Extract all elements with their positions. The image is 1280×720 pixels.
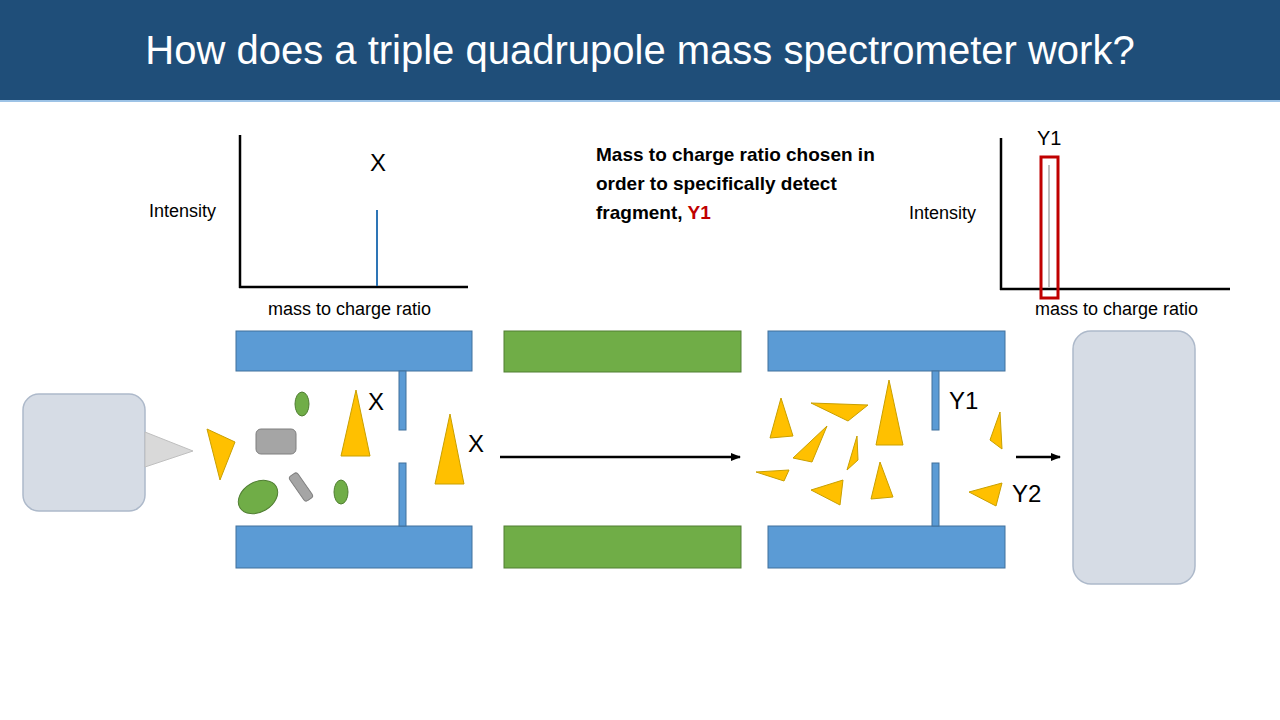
ion-label: Y2 bbox=[1012, 480, 1041, 508]
flow-arrow bbox=[1016, 456, 1060, 459]
ion-label: X bbox=[368, 388, 384, 416]
axis-label: mass to charge ratio bbox=[268, 299, 431, 320]
quadrupole-rod bbox=[236, 526, 472, 568]
ion bbox=[207, 429, 235, 480]
slit-plate bbox=[399, 371, 406, 430]
x-axis bbox=[239, 286, 468, 289]
peak-label: X bbox=[370, 149, 386, 177]
quadrupole-rod bbox=[768, 331, 1005, 371]
axis-label: Intensity bbox=[909, 203, 976, 224]
detector bbox=[1073, 331, 1195, 584]
slit-plate bbox=[399, 463, 406, 526]
note-text: Mass to charge ratio chosen in order to … bbox=[596, 144, 875, 223]
ion bbox=[435, 414, 464, 484]
quadrupole-rod bbox=[768, 526, 1005, 568]
fragment-ion bbox=[990, 412, 1002, 449]
selection-box bbox=[1041, 157, 1058, 298]
slit-plate bbox=[932, 463, 939, 526]
ion bbox=[334, 480, 348, 504]
source-nozzle bbox=[145, 432, 193, 467]
fragment-ion bbox=[811, 480, 843, 505]
fragment-ion bbox=[969, 483, 1002, 506]
x-axis bbox=[1000, 288, 1230, 291]
fragment-ion bbox=[756, 470, 789, 481]
slit-plate bbox=[932, 371, 939, 430]
axis-label: Intensity bbox=[149, 201, 216, 222]
ion bbox=[232, 474, 283, 521]
ion-label: Y1 bbox=[949, 387, 978, 415]
y-axis bbox=[239, 135, 242, 288]
slide-title: How does a triple quadrupole mass spectr… bbox=[0, 0, 1280, 100]
flow-arrow bbox=[500, 456, 740, 459]
fragment-ion bbox=[811, 403, 868, 421]
fragment-ion bbox=[793, 426, 827, 462]
peak-line bbox=[1048, 165, 1050, 288]
ion-source bbox=[23, 394, 145, 511]
collision-cell-rod bbox=[504, 331, 741, 372]
axis-label: mass to charge ratio bbox=[1035, 299, 1198, 320]
ion bbox=[295, 392, 309, 416]
y-axis bbox=[1000, 138, 1003, 290]
peak-line bbox=[376, 210, 378, 286]
note-paragraph: Mass to charge ratio chosen in order to … bbox=[596, 140, 896, 227]
ion bbox=[341, 390, 370, 456]
fragment-ion bbox=[847, 436, 858, 470]
fragment-ion bbox=[871, 462, 893, 499]
ion bbox=[256, 429, 296, 454]
quadrupole-rod bbox=[236, 331, 472, 371]
peak-label: Y1 bbox=[1037, 127, 1061, 150]
collision-cell-rod bbox=[504, 526, 741, 568]
fragment-ion bbox=[770, 398, 793, 438]
note-highlight: Y1 bbox=[688, 202, 711, 223]
fragment-ion bbox=[876, 380, 903, 445]
ion bbox=[288, 472, 313, 502]
ion-label: X bbox=[468, 430, 484, 458]
